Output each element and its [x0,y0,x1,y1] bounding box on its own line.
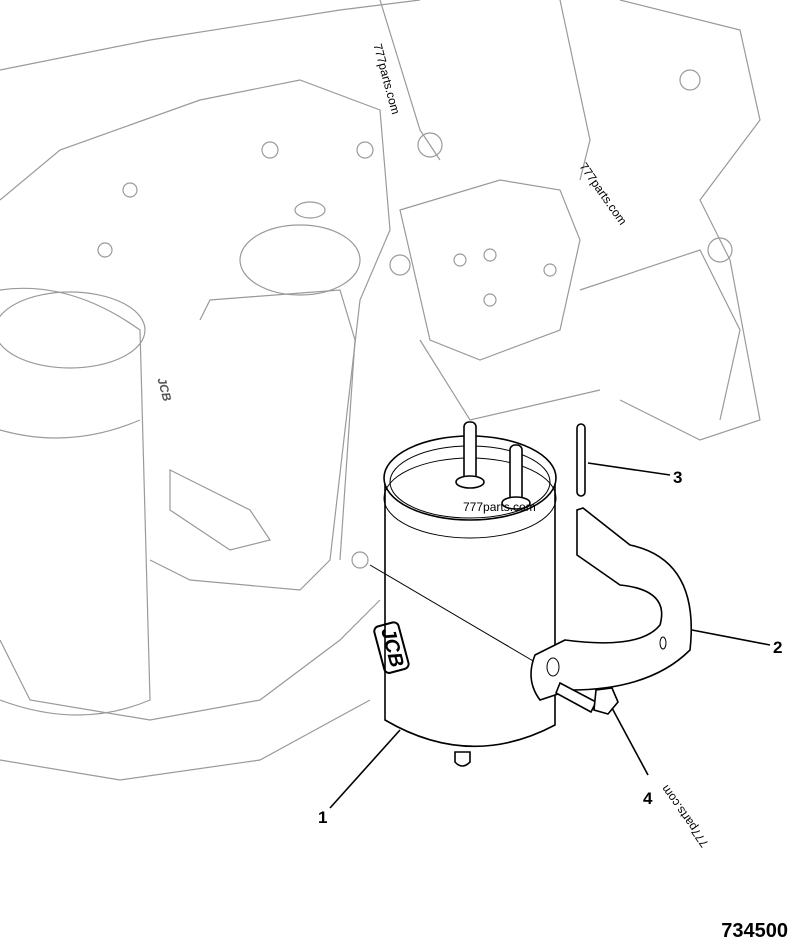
figure-number: 734500 [721,920,788,942]
watermark: 777parts.com [463,500,536,514]
callout-4: 4 [643,789,653,808]
leader-line-1 [329,729,401,809]
mounting-bracket[interactable] [530,507,692,701]
engine-background [0,0,761,781]
pin[interactable] [576,423,586,497]
outlet-pipe [501,444,531,510]
callout-1: 1 [318,808,328,827]
fuel-filter-canister[interactable] [383,421,557,767]
leader-line-4 [611,707,649,776]
callout-2: 2 [773,638,783,657]
bolt[interactable] [554,681,619,715]
leader-line-2 [691,629,771,646]
callout-3: 3 [673,468,683,487]
leader-line-3 [587,462,671,476]
alignment-line [369,564,541,666]
inlet-pipe [455,421,485,489]
